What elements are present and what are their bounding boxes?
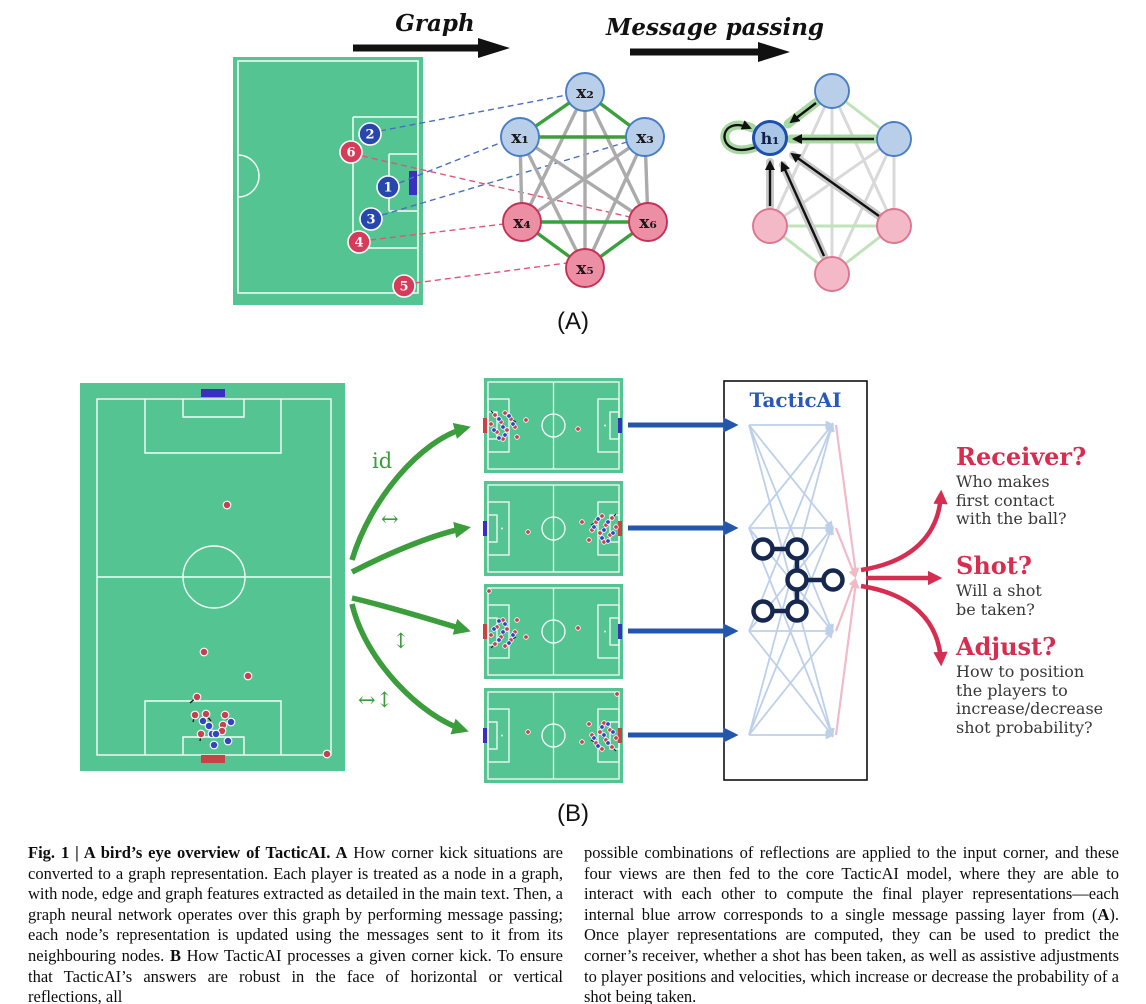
arrow-identity [349,422,471,561]
arrow-receiver [860,489,948,573]
player-number: 3 [366,213,375,228]
goal-blue [201,389,225,397]
message-highlight-bands [720,96,883,260]
graph-node-x2: x₂ [565,72,605,112]
node-label: h₁ [761,129,780,148]
view-pitch-3 [483,583,624,680]
graph-node-x3: x₃ [625,117,665,157]
panel-a-label: (A) [557,308,589,335]
output-adjust-title: Adjust? [956,632,1057,661]
arrow-vertical [351,595,471,635]
output-receiver: Receiver? Who makes first contact with t… [956,442,1131,529]
graph-edges-cross [518,91,650,269]
players-blue [198,716,236,750]
output-adjust: Adjust? How to position the players to i… [956,632,1141,737]
output-shot-title: Shot? [956,551,1032,580]
caption-left-column: Fig. 1 | A bird’s eye overview of Tactic… [28,843,563,1004]
pitch-players: 2 6 1 3 4 [339,122,416,298]
message-step-arrow [630,42,790,62]
panel-b [80,377,948,784]
view-pitch-4 [483,687,624,784]
player-marker: 1 [376,175,400,199]
mp-node-pink-bottom [814,256,850,292]
player-marker: 5 [392,274,416,298]
player-marker: 4 [347,230,371,254]
graph-node-x4: x₄ [502,202,542,242]
graph-node-x1: x₁ [500,117,540,157]
player-number: 6 [346,146,355,161]
readout-lines [834,424,860,736]
node-label: x₄ [513,213,531,233]
node-label: x₂ [576,83,594,103]
mp-node-blue-top [814,73,850,109]
output-adjust-desc: How to position the players to increase/… [956,662,1104,737]
players-red [190,500,332,759]
view-pitch-1 [483,377,624,474]
output-shot: Shot? Will a shot be taken? [956,551,1131,619]
reflection-label-horizontal: ↔ [381,507,399,531]
reflection-label-vertical: ↕ [392,629,410,653]
arrow-adjust [860,583,948,667]
caption-title: Fig. 1 | A bird’s eye overview of Tactic… [28,843,348,862]
model-title: TacticAI [749,388,842,412]
arrow-both [349,603,469,735]
gnn-motif-icon [751,537,845,623]
player-marker: 6 [339,140,363,164]
figure-caption: Fig. 1 | A bird’s eye overview of Tactic… [28,843,1120,1004]
output-receiver-desc: Who makes first contact with the ball? [956,472,1067,529]
self-loop-arrow [723,120,757,151]
caption-right-text-2: ). Once player representations are compu… [584,904,1119,1004]
message-graph: h₁ [720,73,912,292]
player-marker: 2 [358,122,382,146]
graph-step-arrow [353,38,510,58]
player-graph: x₁ x₂ x₃ x₄ x₅ [500,72,668,288]
view-pitch-2 [483,480,624,577]
graph-node-x6: x₆ [628,202,668,242]
output-arrows [860,489,948,667]
node-label: x₁ [511,128,529,148]
reflection-arrows [349,422,471,735]
message-step-label: Message passing [605,14,825,41]
node-label: x₅ [576,259,594,279]
caption-right-text-1: possible combinations of reflections are… [584,843,1119,924]
caption-right-column: possible combinations of reflections are… [584,843,1119,1004]
caption-left-text-2: How TacticAI processes a given corner ki… [28,945,563,1004]
player-number: 2 [365,128,374,143]
mp-node-pink-left [752,208,788,244]
mp-node-blue-right [876,121,912,157]
graph-node-x5: x₅ [565,248,605,288]
panel-a: 2 6 1 3 4 [233,38,912,305]
player-number: 5 [399,280,408,295]
message-arrows [723,102,880,257]
input-arrows [628,417,739,743]
mp-node-pink-right [876,208,912,244]
reflection-label-both: ↔↕ [358,688,394,712]
output-shot-desc: Will a shot be taken? [956,581,1042,619]
caption-label-a: A [1097,904,1110,924]
goal-red [201,755,225,763]
player-number: 4 [354,236,363,251]
node-label: x₆ [639,213,657,233]
output-receiver-title: Receiver? [956,442,1087,471]
caption-left-text-1: How corner kick situations are converted… [28,843,563,965]
node-label: x₃ [636,128,654,148]
graph-step-label: Graph [395,10,475,37]
panel-b-label: (B) [557,800,589,827]
mp-node-h1: h₁ [752,120,788,156]
arrow-horizontal [350,521,471,575]
goal-blue [409,171,417,195]
player-marker: 3 [359,207,383,231]
reflection-label-identity: id [372,449,393,473]
full-pitch [80,383,345,771]
player-number: 1 [383,181,392,196]
caption-label-b: B [169,945,181,965]
